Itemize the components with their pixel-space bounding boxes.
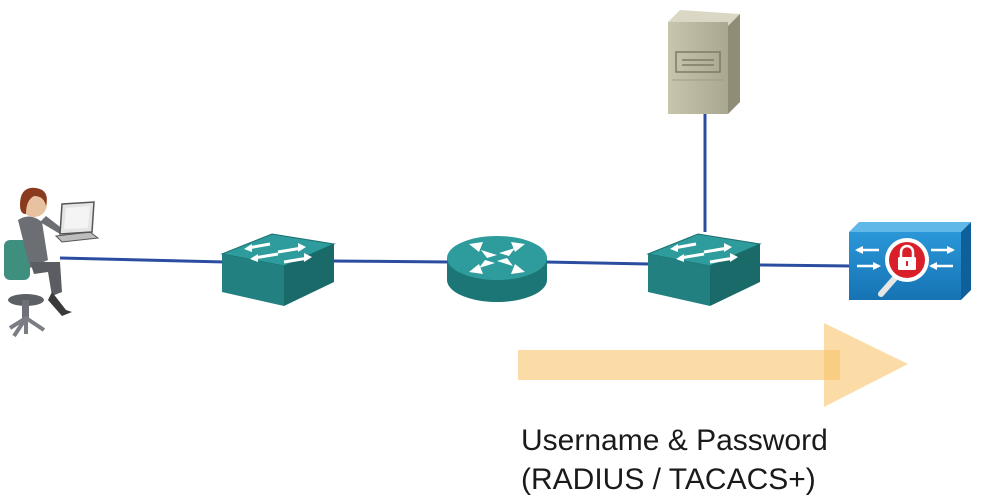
router-icon	[447, 236, 547, 302]
switch-icon	[646, 233, 762, 306]
link-switch2-firewall	[759, 263, 853, 268]
server-icon	[668, 10, 740, 114]
user-workstation-icon	[4, 187, 100, 338]
flow-caption-line1: Username & Password	[521, 424, 828, 457]
links	[59, 110, 853, 268]
switch-icon	[220, 233, 336, 306]
security-appliance-icon	[849, 222, 971, 300]
link-switch1-router	[329, 259, 451, 264]
flow-caption-line2: (RADIUS / TACACS+)	[521, 463, 816, 496]
link-user-switch1	[59, 256, 226, 264]
link-router-switch2	[544, 260, 651, 266]
flow-arrow-icon	[518, 323, 908, 407]
